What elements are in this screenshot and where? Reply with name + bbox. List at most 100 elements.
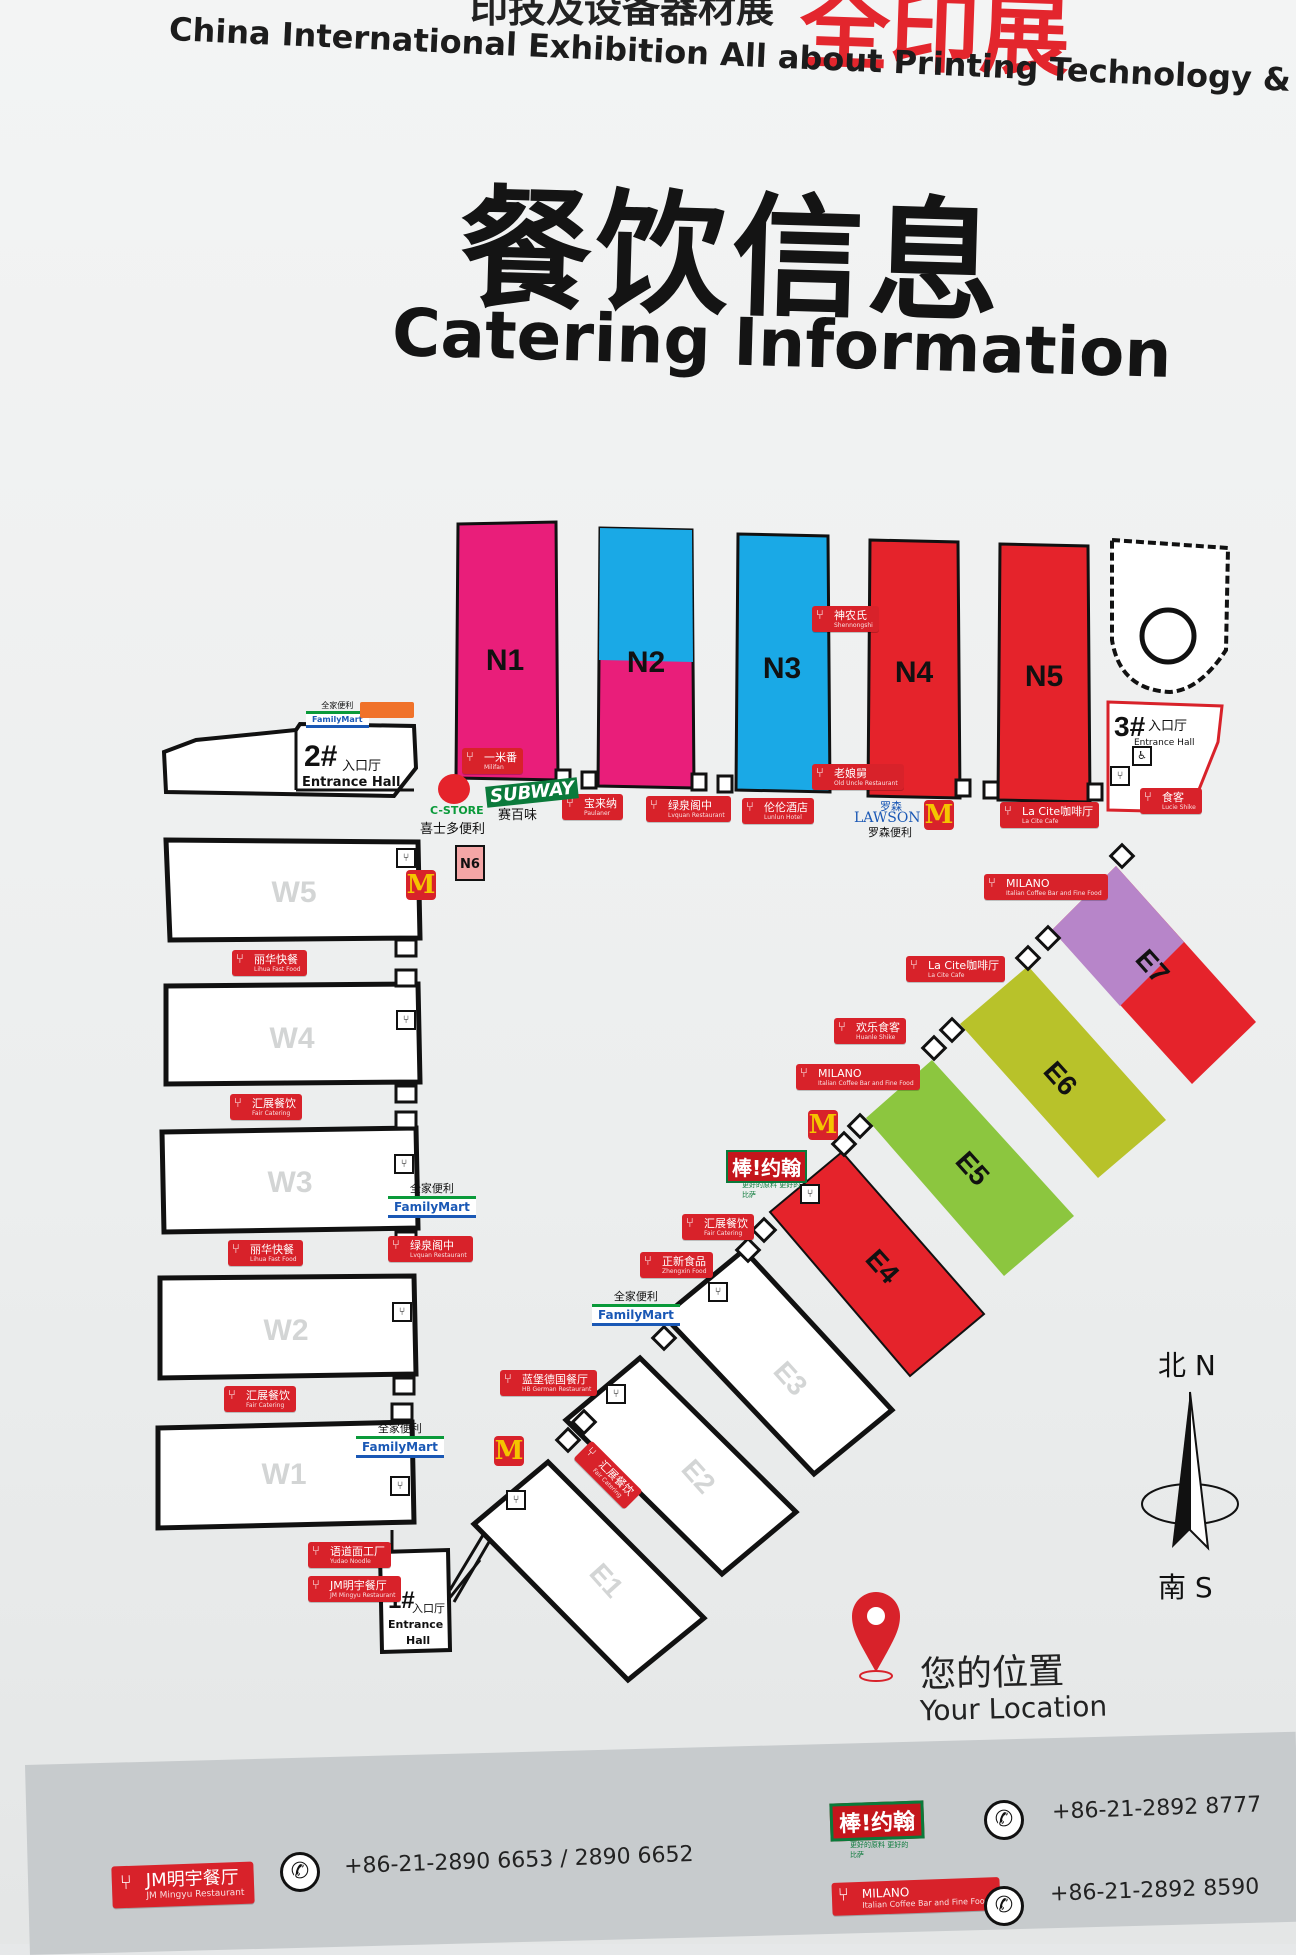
mcdonalds-icon-north[interactable]: M [924,800,954,830]
hall-n4-label: N4 [895,656,934,689]
store-badge-orange[interactable] [360,702,414,718]
entrance-1[interactable]: 1# 入口厅 Entrance Hall [377,1530,482,1655]
restaurant-label: 伦伦酒店 [764,801,808,814]
lawson-logo[interactable]: LAWSON [854,810,921,826]
restaurant-sub: HB German Restaurant [522,1386,592,1393]
restaurant-label: 神农氏 [834,609,867,622]
hall-e4[interactable]: E4 [768,1150,986,1378]
header-top-fragment: 印技及设备器材展 [470,0,775,31]
hall-w1-label: W1 [262,1458,307,1491]
restaurant-sub: Lunlun Hotel [764,814,802,821]
mcdonalds-icon-e1[interactable]: M [494,1436,524,1466]
hall-n5[interactable]: N5 [996,542,1092,804]
cutlery-icon: ⑂ [686,1216,694,1231]
hall-n6[interactable]: N6 [455,845,485,881]
restaurant-icon: ⑂ [390,1476,410,1496]
restaurant-sub: Paulaner [584,810,611,817]
entrance-2[interactable]: 2# 入口厅 Entrance Hall [161,721,419,799]
hall-e2[interactable]: E2 [562,1354,800,1578]
hall-w3[interactable]: W3 [159,1125,421,1235]
entrance-3[interactable]: 3# 入口厅 Entrance Hall [1106,700,1224,814]
east-connectors [554,842,1136,1454]
restaurant-sub: Milifan [484,764,504,771]
restaurant-icon: ⑂ [396,1010,416,1030]
footer-papajohns-sub: 更好的原料 更好的比萨 [850,1841,909,1859]
phone-icon: ✆ [984,1800,1024,1840]
hall-e1[interactable]: E1 [470,1458,708,1684]
restaurant-label: 丽华快餐 [254,953,298,966]
papajohns-logo[interactable]: 棒!约翰 [726,1150,808,1183]
cstore-cn[interactable]: 喜士多便利 [420,822,486,837]
mcdonalds-icon-w5[interactable]: M [406,870,436,900]
restaurant-label: 宝来纳 [584,797,617,810]
hall-e5[interactable]: E5 [866,1060,1074,1276]
hall-n5-label: N5 [1025,660,1063,693]
cutlery-icon: ⑂ [910,958,918,973]
hall-w5[interactable]: W5 [163,837,423,943]
cutlery-icon: ⑂ [650,798,658,813]
hall-e6[interactable]: E6 [960,966,1166,1178]
hall-n4[interactable]: N4 [866,538,962,800]
cutlery-icon: ⑂ [504,1372,512,1387]
compass-south: 南 S [1158,1571,1213,1604]
hall-e7[interactable]: E7 [1052,866,1256,1084]
hall-n1[interactable]: N1 [454,520,560,782]
restaurant-sub: Lucie Shike [1162,804,1196,811]
hall-w1[interactable]: W1 [155,1419,417,1531]
cutlery-icon: ⑂ [232,1242,240,1257]
restaurant-label: La Cite咖啡厅 [928,959,1000,972]
restaurant-label: 蓝堡德国餐厅 [522,1373,588,1386]
hall-w3-label: W3 [268,1166,313,1199]
restaurant-sub: Italian Coffee Bar and Fine Food [1006,890,1102,897]
hall-n2[interactable]: N2 [596,526,696,790]
cutlery-icon: ⑂ [582,1444,599,1461]
cstore-tomato-icon [438,774,470,804]
lawson-cn-top: 罗森 [880,800,902,813]
restaurant-sub: Lihua Fast Food [254,966,301,973]
familymart-logo: FamilyMart [592,1304,680,1326]
hall-e3[interactable]: E3 [660,1246,896,1478]
restaurant-icon: ⑂ [606,1384,626,1404]
hall-w4[interactable]: W4 [163,981,423,1087]
familymart-cn: 全家便利 [321,701,354,710]
phone-icon: ✆ [984,1886,1024,1926]
cutlery-icon: ⑂ [837,1884,850,1906]
restaurant-sub: Fair Catering [704,1230,743,1237]
restaurant-label: 正新食品 [662,1255,706,1268]
cutlery-icon: ⑂ [816,608,824,623]
hall-w2[interactable]: W2 [157,1273,419,1381]
entrance-2-cn: 入口厅 [342,759,381,774]
restaurant-label: 老娘舅 [834,767,867,780]
restaurant-label: 一米番 [484,751,517,764]
mcdonalds-icon-east[interactable]: M [808,1110,838,1140]
familymart-cn: 全家便利 [377,1422,422,1435]
hall-n3[interactable]: N3 [734,532,832,794]
